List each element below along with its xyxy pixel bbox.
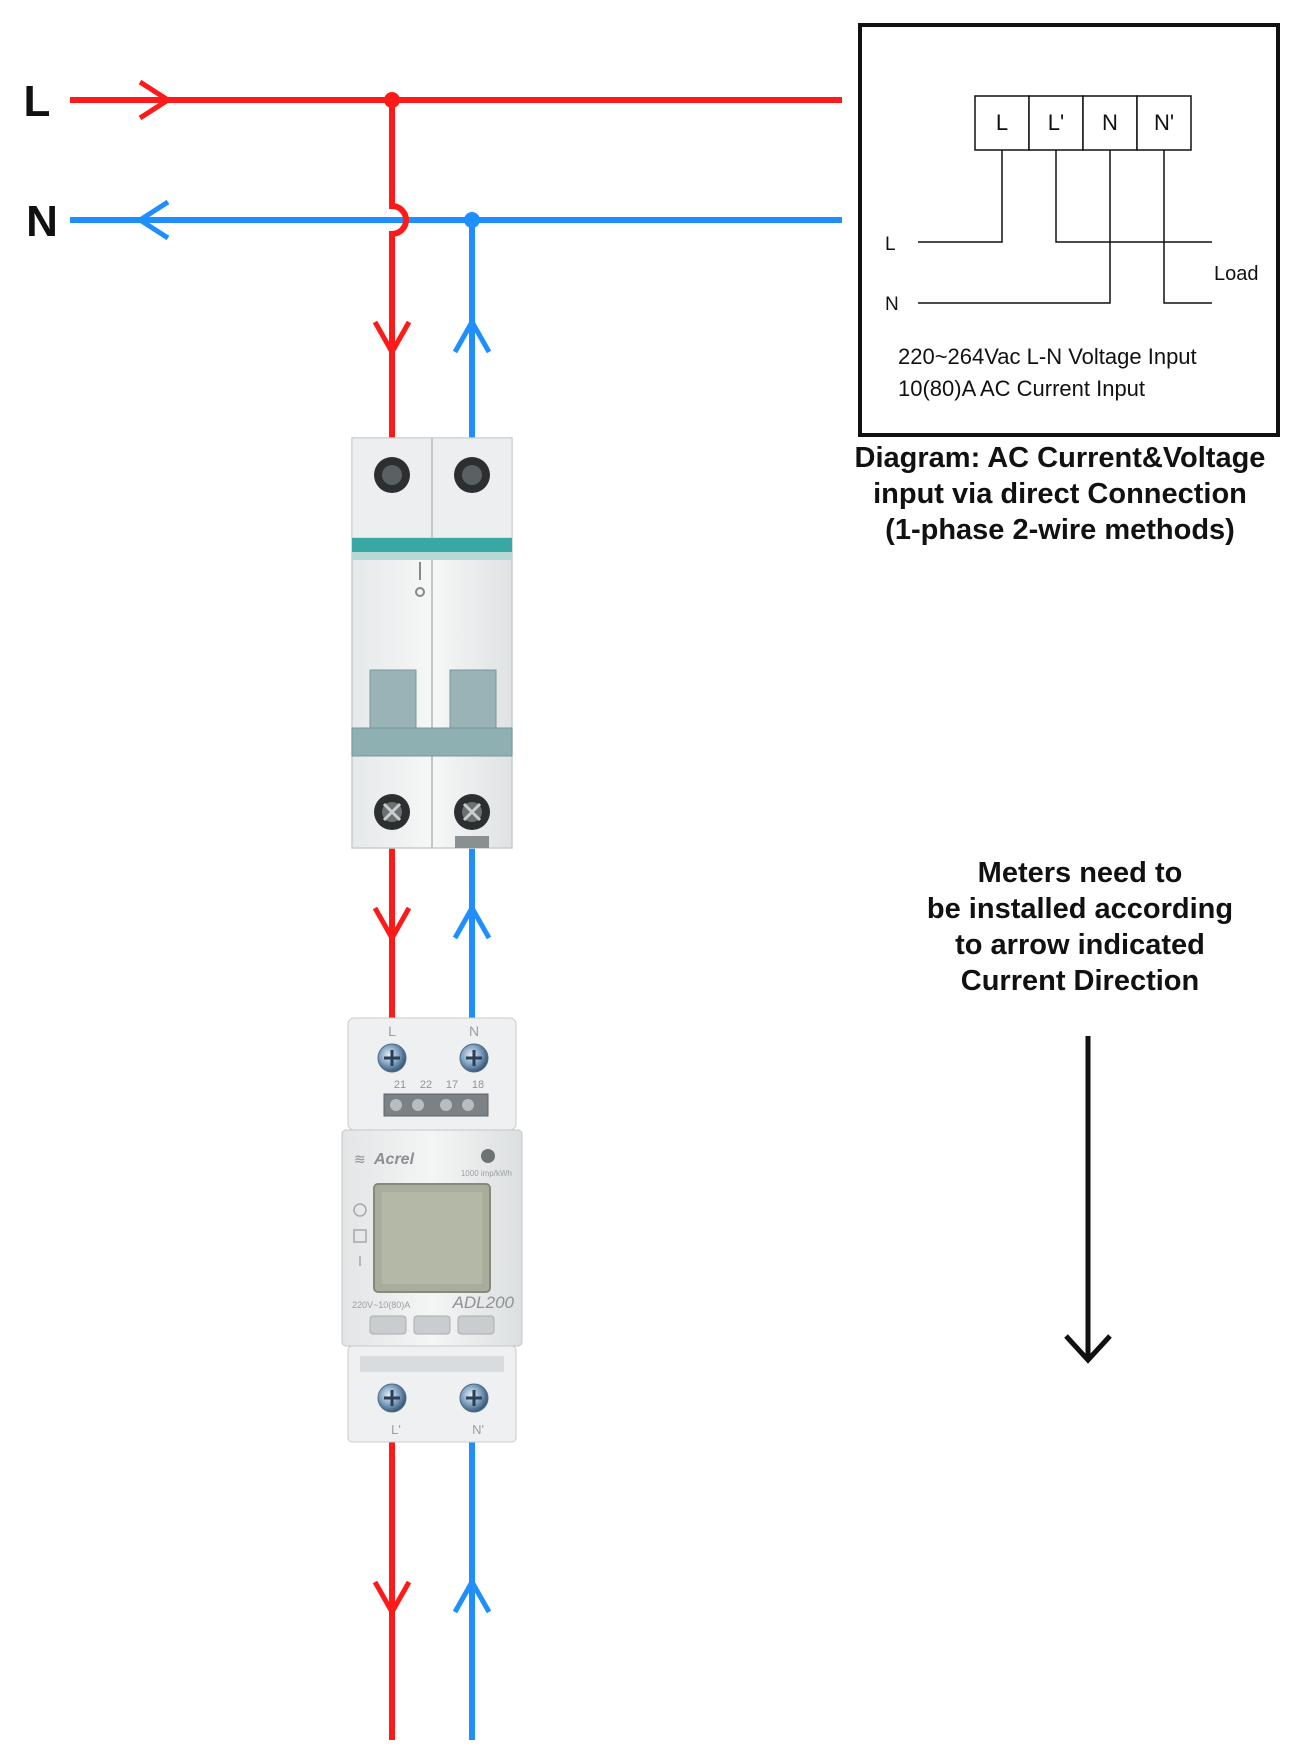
terminal-screw-icon: [459, 1383, 489, 1413]
current-direction-arrow-icon: [452, 1576, 492, 1614]
aux-terminal-numbers: 21 22 17 18: [394, 1079, 484, 1091]
meter-brand: Acrel: [373, 1151, 415, 1168]
meter-top-terminal-live-label: L: [388, 1023, 396, 1039]
junction-dot-icon: [384, 92, 400, 108]
meter-buttons[interactable]: [369, 1315, 495, 1335]
terminal-label-n-prime: N': [1154, 110, 1174, 135]
meter-rating: 220V~10(80)A: [352, 1300, 410, 1310]
note-line-1: Meters need to: [977, 857, 1183, 889]
breaker-switch-marks: [415, 562, 425, 597]
install-direction-arrow-icon: [1064, 1036, 1112, 1364]
neutral-drop-wire: [452, 220, 492, 1740]
caption-line-3: (1-phase 2-wire methods): [885, 514, 1235, 546]
breaker-bottom-screw-right: [454, 794, 490, 830]
meter-enter-button[interactable]: [457, 1315, 495, 1335]
neutral-line-label: N: [26, 197, 58, 246]
schematic-live-label: L: [885, 234, 896, 255]
schematic-load-label: Load: [1214, 263, 1259, 285]
current-direction-arrow-icon: [452, 316, 492, 354]
meter-model: ADL200: [452, 1293, 515, 1312]
terminal-screw-icon: [459, 1043, 489, 1073]
aux-terminal-17: 17: [446, 1079, 458, 1091]
aux-terminal-18: 18: [472, 1079, 484, 1091]
schematic-neutral-label: N: [885, 294, 899, 315]
schematic-wires: [918, 150, 1212, 304]
meter-down-button[interactable]: [413, 1315, 451, 1335]
pulse-led-icon: [481, 1149, 495, 1163]
current-direction-arrow-icon: [138, 79, 173, 121]
diagram-caption: Diagram: AC Current&Voltage input via di…: [820, 440, 1300, 548]
terminal-screw-icon: [377, 1383, 407, 1413]
meter-pulse-constant: 1000 imp/kWh: [461, 1169, 512, 1178]
current-direction-arrow-icon: [372, 1580, 412, 1618]
current-direction-arrow-icon: [135, 199, 170, 241]
terminal-screw-icon: [377, 1043, 407, 1073]
current-direction-arrow-icon: [372, 320, 412, 358]
circuit-breaker: [351, 437, 513, 849]
neutral-supply-line: [70, 199, 842, 241]
junction-dot-icon: [464, 212, 480, 228]
installation-note: Meters need to be installed according to…: [880, 855, 1280, 999]
energy-meter: L N 21 22 17 18 Acrel ≋ 1000 imp/kWh: [341, 1017, 523, 1443]
note-line-3: to arrow indicated: [955, 929, 1205, 961]
current-direction-arrow-icon: [452, 902, 492, 940]
current-direction-arrow-icon: [372, 906, 412, 944]
note-line-2: be installed according: [926, 893, 1234, 925]
meter-bottom-terminal-live-label: L': [391, 1422, 401, 1437]
terminal-label-n: N: [1102, 110, 1118, 135]
wiring-schematic-box: L L' N N' L N Load 220~264Vac L-N Voltag…: [858, 23, 1280, 437]
caption-line-2: input via direct Connection: [873, 478, 1247, 510]
caption-line-1: Diagram: AC Current&Voltage: [854, 442, 1266, 474]
aux-terminal-22: 22: [420, 1079, 432, 1091]
meter-up-button[interactable]: [369, 1315, 407, 1335]
meter-brand-logo-icon: ≋: [354, 1151, 366, 1167]
meter-side-icons: [353, 1203, 367, 1266]
terminal-label-l-prime: L': [1048, 110, 1064, 135]
meter-bottom-terminal-neutral-label: N': [472, 1422, 484, 1437]
live-supply-line: [70, 79, 842, 121]
meter-top-terminal-neutral-label: N: [469, 1023, 479, 1039]
live-line-label: L: [24, 77, 51, 126]
spec-voltage-input: 220~264Vac L-N Voltage Input: [898, 344, 1197, 369]
note-line-4: Current Direction: [960, 965, 1200, 997]
aux-terminal-21: 21: [394, 1079, 406, 1091]
breaker-top-screw-left: [374, 457, 410, 493]
spec-current-input: 10(80)A AC Current Input: [898, 376, 1145, 401]
terminal-label-l: L: [996, 110, 1008, 135]
breaker-top-screw-right: [454, 457, 490, 493]
live-drop-wire: [372, 100, 412, 1740]
breaker-bottom-screw-left: [374, 794, 410, 830]
